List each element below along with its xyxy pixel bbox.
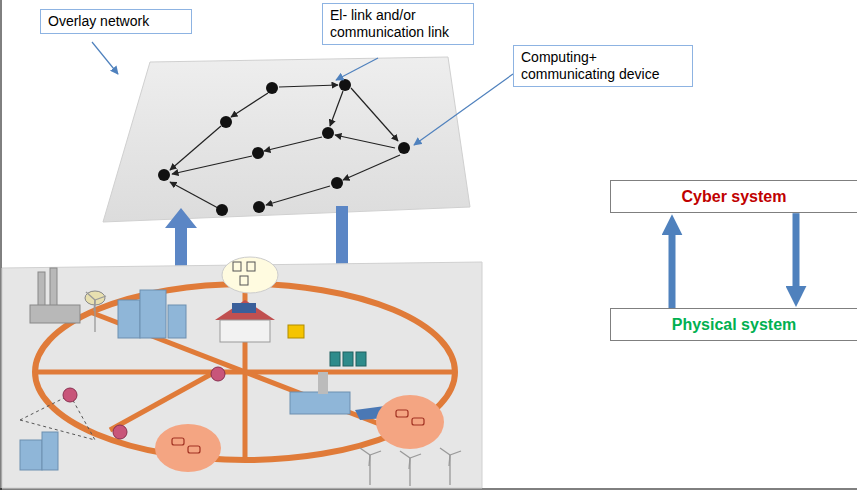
frame-line xyxy=(1,0,2,490)
flow-arrow xyxy=(793,213,800,288)
callout-box: Computing+ communicating device xyxy=(513,45,693,87)
node-label: Physical system xyxy=(672,315,797,334)
overlay-plane xyxy=(103,57,470,222)
node-label: Overlay network xyxy=(48,13,149,30)
system-box: Cyber system xyxy=(610,180,857,213)
frame-line xyxy=(0,489,857,490)
callout-box: El- link and/or communication link xyxy=(322,3,474,45)
flow-arrow xyxy=(669,233,676,308)
callout-box: Overlay network xyxy=(40,9,192,34)
node-label: Computing+ communicating device xyxy=(521,49,685,83)
power-grid-illustration xyxy=(2,257,482,488)
system-box: Physical system xyxy=(610,308,857,341)
leader-line xyxy=(92,42,513,145)
node-label: Cyber system xyxy=(682,187,787,206)
node-label: El- link and/or communication link xyxy=(330,7,466,41)
